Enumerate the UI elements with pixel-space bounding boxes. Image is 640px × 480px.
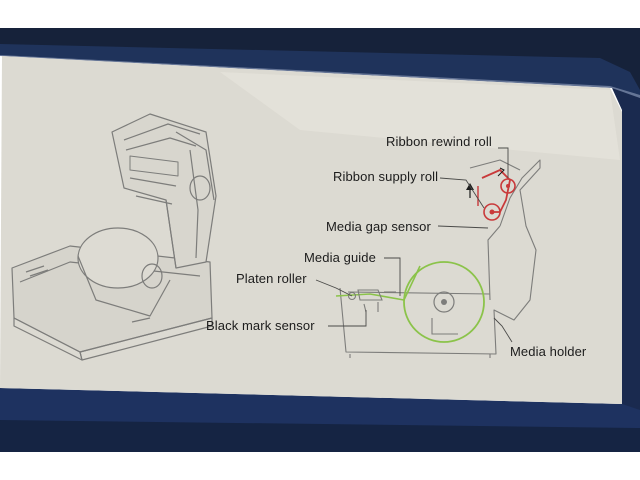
panel-glare <box>220 72 620 160</box>
media-gap-sensor-label: Media gap sensor <box>326 219 431 234</box>
frame-bottom-shadow <box>0 420 640 452</box>
frame-right <box>612 88 640 452</box>
media-guide-label: Media guide <box>304 250 376 265</box>
frame-top-highlight <box>0 44 640 100</box>
media-roll <box>403 261 485 343</box>
ribbon-rewind-roll-label: Ribbon rewind roll <box>386 134 492 149</box>
platen-assembly <box>347 289 396 313</box>
black-mark-sensor-label: Black mark sensor <box>206 318 315 333</box>
open-printer-drawing <box>11 113 217 361</box>
side-view-schematic <box>339 159 541 358</box>
leader-lines <box>315 147 513 343</box>
media-path <box>335 265 421 301</box>
ribbon-supply-roll-label: Ribbon supply roll <box>333 169 439 184</box>
platen-roller-label: Platen roller <box>236 271 307 286</box>
media-holder-label: Media holder <box>510 344 587 359</box>
ribbon-path <box>477 167 516 221</box>
